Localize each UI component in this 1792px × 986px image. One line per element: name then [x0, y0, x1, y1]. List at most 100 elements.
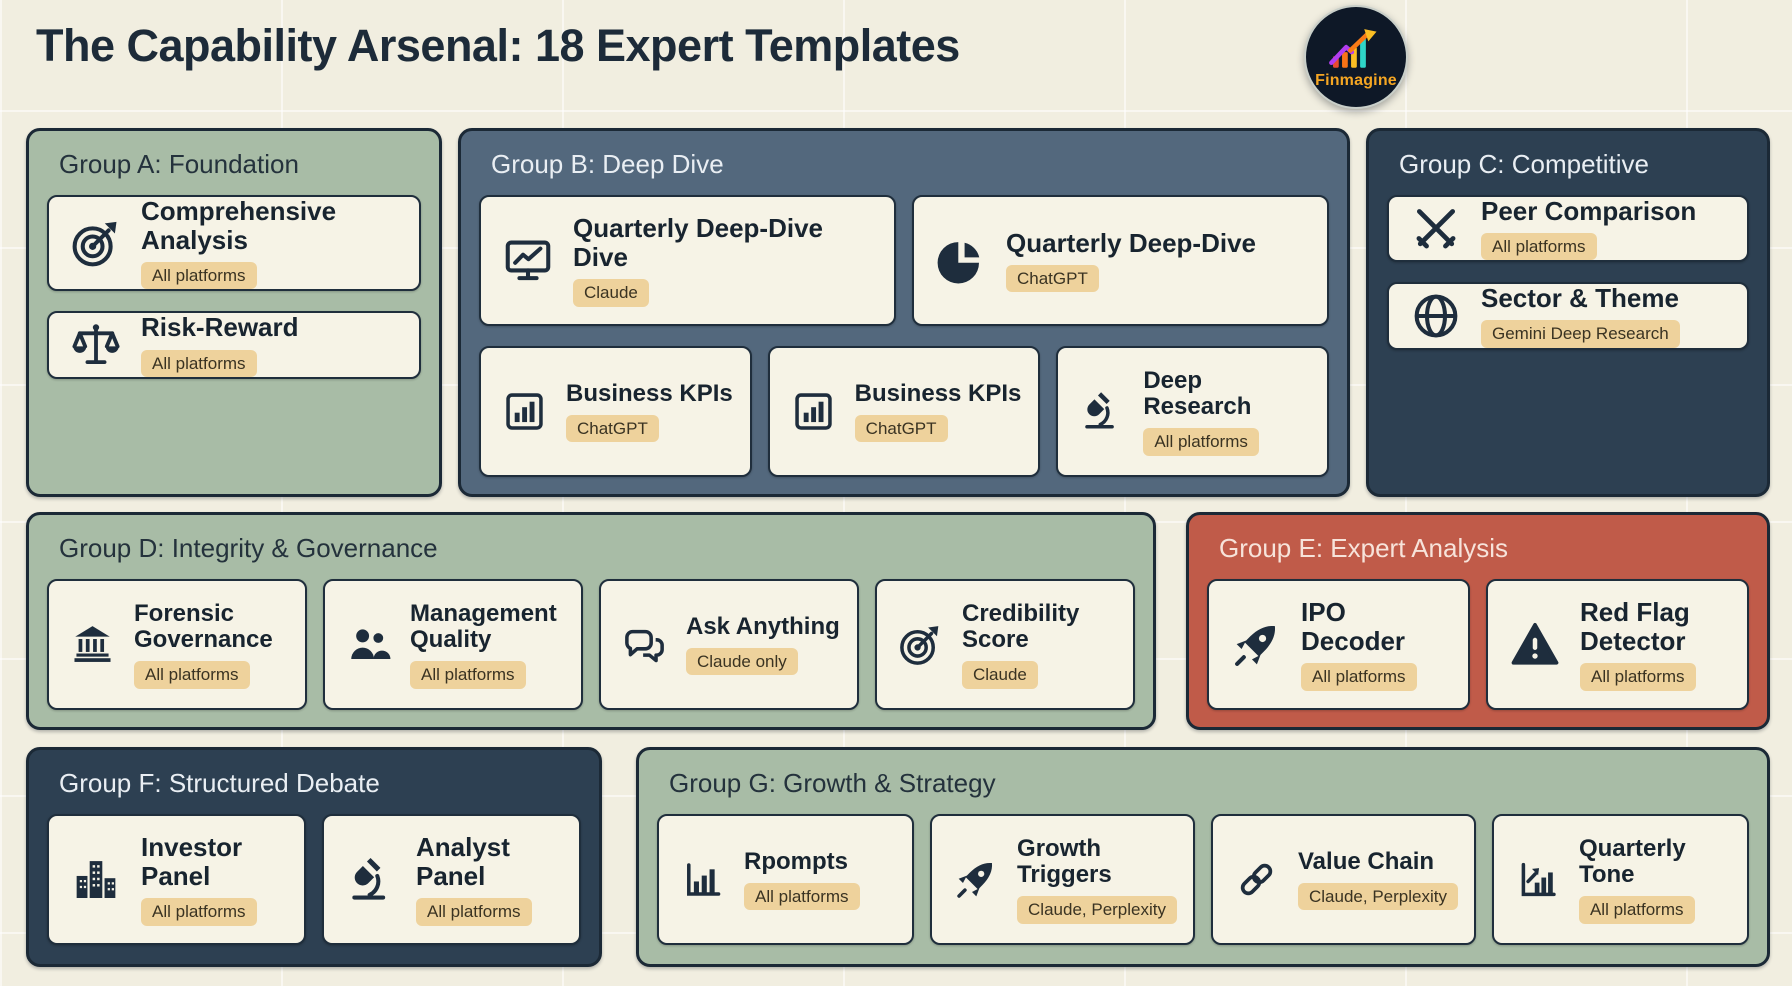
card-growth-triggers: Growth Triggers Claude, Perplexity	[930, 814, 1195, 945]
card-title: Rpompts	[744, 847, 848, 875]
group-b-label: Group B: Deep Dive	[491, 149, 724, 179]
target-icon	[897, 621, 944, 668]
platform-badge: Claude	[573, 279, 649, 307]
card-title: Value Chain	[1298, 847, 1435, 875]
card-deep-research: Deep Research All platforms	[1056, 346, 1330, 477]
group-c-label: Group C: Competitive	[1399, 149, 1649, 179]
card-text: Forensic Governance All platforms	[134, 599, 289, 689]
card-sector-theme: Sector & Theme Gemini Deep Research	[1387, 282, 1749, 350]
card-text: Ask Anything Claude only	[686, 612, 840, 676]
card-text: Peer Comparison All platforms	[1481, 196, 1697, 261]
group-d-label: Group D: Integrity & Governance	[59, 533, 438, 563]
card-text: Rpompts All platforms	[744, 847, 860, 911]
chain-link-icon	[1233, 856, 1280, 903]
bar-chart-icon	[679, 856, 726, 903]
card-text: Growth Triggers Claude, Perplexity	[1017, 835, 1177, 924]
platform-badge: All platforms	[134, 661, 250, 689]
platform-badge: Gemini Deep Research	[1481, 320, 1680, 348]
crossed-swords-icon	[1409, 202, 1463, 256]
card-title: Credibility Score	[962, 599, 1080, 654]
logo-growth-chart-icon	[1329, 28, 1377, 68]
card-title: IPO Decoder	[1301, 597, 1406, 657]
card-text: Deep Research All platforms	[1143, 366, 1311, 456]
platform-badge: Claude	[962, 661, 1038, 689]
platform-badge: All platforms	[744, 882, 860, 911]
card-peer-comparison: Peer Comparison All platforms	[1387, 195, 1749, 263]
card-title: Management Quality	[410, 599, 557, 654]
card-business-kpis-1: Business KPIs ChatGPT	[479, 346, 752, 477]
platform-badge: Claude only	[686, 647, 798, 676]
platform-badge: All platforms	[1481, 233, 1597, 261]
card-title: Ask Anything	[686, 612, 840, 640]
group-g-label: Group G: Growth & Strategy	[669, 768, 996, 798]
group-c-panel: Group C: Competitive Peer Comparison All…	[1366, 128, 1770, 497]
card-text: Business KPIs ChatGPT	[566, 379, 733, 443]
card-quarterly-deep-dive: Quarterly Deep-Dive ChatGPT	[912, 195, 1329, 326]
people-icon	[345, 621, 392, 668]
group-a-label: Group A: Foundation	[59, 149, 299, 179]
card-title: Risk-Reward	[141, 312, 299, 343]
card-title: Quarterly Tone	[1578, 834, 1686, 889]
card-text: Business KPIs ChatGPT	[854, 380, 1021, 443]
target-icon	[69, 216, 123, 270]
group-e-panel: Group E: Expert Analysis IPO Decoder All…	[1186, 512, 1770, 730]
card-title: Comprehensive Analysis	[141, 196, 337, 256]
group-f-label: Group F: Structured Debate	[59, 768, 380, 798]
group-d-panel: Group D: Integrity & Governance Forensic…	[26, 512, 1156, 730]
platform-badge: All platforms	[141, 898, 257, 926]
bar-chart-frame-icon	[501, 388, 548, 435]
card-rpompts: Rpompts All platforms	[657, 814, 915, 945]
card-title: Quarterly Deep-Dive Dive	[573, 213, 823, 273]
platform-badge: All platforms	[1301, 663, 1417, 691]
card-comprehensive-analysis: Comprehensive Analysis All platforms	[47, 195, 421, 292]
card-text: Quarterly Tone All platforms	[1578, 834, 1731, 924]
chat-bubbles-icon	[621, 621, 668, 668]
platform-badge: All platforms	[141, 349, 257, 377]
card-text: Risk-Reward All platforms	[141, 312, 299, 377]
card-title: Forensic Governance	[134, 599, 273, 654]
group-g-panel: Group G: Growth & Strategy Rpompts All p…	[636, 747, 1770, 967]
group-e-label: Group E: Expert Analysis	[1219, 533, 1509, 563]
platform-badge: All platforms	[1143, 428, 1259, 456]
card-text: Quarterly Deep-Dive ChatGPT	[1006, 228, 1256, 293]
microscope-icon	[1078, 388, 1125, 435]
rocket-icon	[1229, 618, 1283, 672]
brand-name: Finmagine	[1315, 71, 1397, 89]
card-text: Sector & Theme Gemini Deep Research	[1481, 283, 1680, 348]
buildings-icon	[69, 853, 123, 907]
card-forensic-governance: Forensic Governance All platforms	[47, 579, 307, 710]
warning-triangle-icon	[1508, 618, 1562, 672]
card-text: Comprehensive Analysis All platforms	[141, 196, 403, 290]
card-title: Deep Research	[1143, 366, 1252, 421]
rocket-icon	[952, 856, 999, 903]
card-quarterly-deep-dive-dive: Quarterly Deep-Dive Dive Claude	[479, 195, 896, 326]
page-title: The Capability Arsenal: 18 Expert Templa…	[36, 20, 960, 71]
card-text: Investor Panel All platforms	[141, 832, 288, 926]
globe-icon	[1409, 289, 1463, 343]
card-value-chain: Value Chain Claude, Perplexity	[1211, 814, 1476, 945]
card-text: IPO Decoder All platforms	[1301, 597, 1452, 691]
card-text: Value Chain Claude, Perplexity	[1298, 847, 1458, 911]
card-analyst-panel: Analyst Panel All platforms	[322, 814, 581, 945]
card-title: Peer Comparison	[1481, 196, 1697, 226]
monitor-chart-icon	[501, 234, 555, 288]
card-red-flag-detector: Red Flag Detector All platforms	[1486, 579, 1749, 710]
platform-badge: Claude, Perplexity	[1298, 882, 1458, 911]
platform-badge: ChatGPT	[1006, 264, 1099, 293]
card-title: Investor Panel	[141, 832, 243, 892]
card-investor-panel: Investor Panel All platforms	[47, 814, 306, 945]
platform-badge: ChatGPT	[854, 414, 948, 443]
platform-badge: All platforms	[141, 262, 257, 290]
bank-icon	[69, 621, 116, 668]
card-title: Business KPIs	[566, 379, 733, 407]
card-management-quality: Management Quality All platforms	[323, 579, 583, 710]
platform-badge: Claude, Perplexity	[1017, 896, 1177, 924]
scale-icon	[69, 318, 123, 372]
group-f-panel: Group F: Structured Debate Investor Pane…	[26, 747, 602, 967]
card-title: Sector & Theme	[1481, 283, 1679, 314]
card-risk-reward: Risk-Reward All platforms	[47, 311, 421, 379]
card-text: Credibility Score Claude	[962, 599, 1117, 689]
card-ask-anything: Ask Anything Claude only	[599, 579, 859, 710]
microscope-icon	[344, 853, 398, 907]
